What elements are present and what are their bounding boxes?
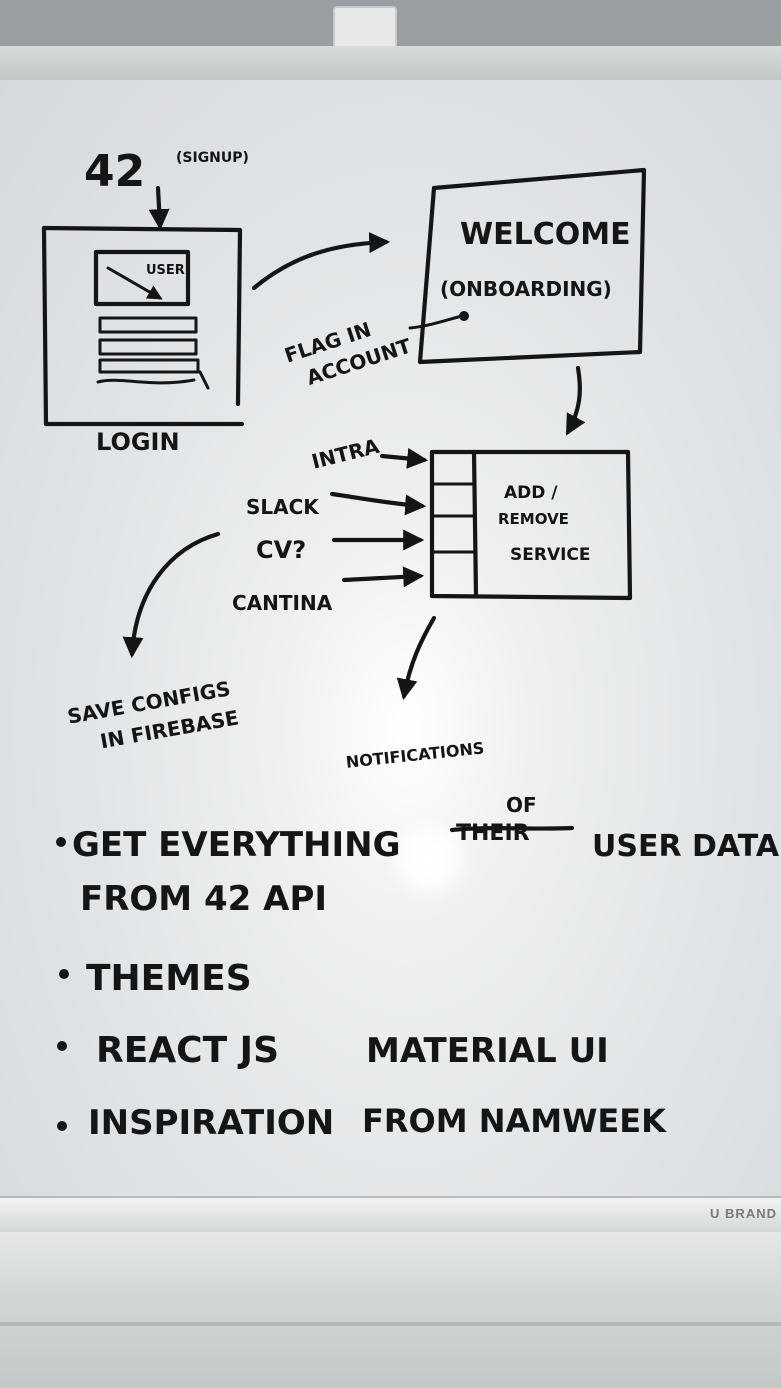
- svg-text:MATERIAL UI: MATERIAL UI: [366, 1031, 609, 1071]
- bullet-5: [57, 1121, 67, 1131]
- flag-in-account-label: FLAG IN ACCOUNT: [282, 317, 415, 390]
- note-2: FROM 42 API: [80, 879, 327, 919]
- service-line1: ADD /: [504, 483, 558, 503]
- signup-to-login-arrow: [148, 185, 170, 231]
- svg-text:NOTIFICATIONS: NOTIFICATIONS: [345, 738, 485, 771]
- service-box: [429, 449, 633, 601]
- note-4: REACT JS MATERIAL UI: [57, 1030, 609, 1071]
- input-cv-label: CV?: [256, 536, 306, 564]
- service-line2: REMOVE: [498, 510, 569, 528]
- board-top-frame: [0, 46, 781, 82]
- svg-text:THEIR: THEIR: [456, 821, 530, 846]
- input-cantina-label: CANTINA: [232, 591, 333, 615]
- welcome-box: [417, 167, 647, 365]
- intra-arrow: [379, 447, 429, 469]
- svg-text:FROM 42 API: FROM 42 API: [80, 879, 327, 919]
- lower-frame: [0, 1232, 781, 1388]
- welcome-to-service-arrow: [565, 365, 586, 436]
- login-label: LOGIN: [96, 428, 180, 456]
- notifications-label: NOTIFICATIONS: [345, 738, 485, 771]
- top-number: 42: [84, 146, 145, 197]
- svg-text:THEMES: THEMES: [86, 958, 252, 999]
- cantina-arrow: [341, 566, 425, 588]
- input-intra-label: INTRA: [309, 434, 382, 474]
- strike-through: [449, 825, 575, 833]
- brand-label: U BRAND: [710, 1206, 777, 1221]
- svg-text:USER DATA: USER DATA: [592, 829, 780, 864]
- note-5: INSPIRATION FROM NAMWEEK: [57, 1102, 667, 1143]
- to-save-configs-arrow: [122, 531, 221, 659]
- bullet-4: [57, 1041, 67, 1051]
- svg-text:FROM NAMWEEK: FROM NAMWEEK: [362, 1102, 667, 1140]
- welcome-title: WELCOME: [460, 217, 631, 252]
- save-configs-label: SAVE CONFIGS IN FIREBASE: [66, 676, 241, 753]
- note-3: THEMES: [59, 958, 252, 999]
- flag-pointer-dot: [459, 311, 469, 321]
- to-notifications-arrow: [396, 615, 437, 701]
- svg-text:GET EVERYTHING: GET EVERYTHING: [72, 825, 401, 865]
- lower-frame-edge: [0, 1322, 781, 1326]
- svg-text:INSPIRATION: INSPIRATION: [88, 1103, 334, 1143]
- svg-text:INTRA: INTRA: [309, 434, 382, 474]
- input-slack-label: SLACK: [246, 495, 320, 519]
- svg-text:OF: OF: [506, 793, 537, 817]
- login-mini-label: USER: [146, 263, 185, 278]
- top-note: (SIGNUP): [176, 150, 249, 166]
- slack-arrow: [329, 491, 427, 516]
- login-box: [41, 225, 245, 427]
- note-1: GET EVERYTHING OF THEIR USER DATA: [56, 793, 780, 865]
- flag-pointer: [408, 314, 464, 330]
- welcome-subtitle: (ONBOARDING): [440, 277, 612, 301]
- bullet-1: [56, 837, 66, 847]
- service-line3: SERVICE: [510, 545, 591, 565]
- svg-text:REACT JS: REACT JS: [96, 1030, 279, 1071]
- login-to-welcome-arrow: [251, 232, 391, 291]
- bullet-3: [59, 969, 69, 979]
